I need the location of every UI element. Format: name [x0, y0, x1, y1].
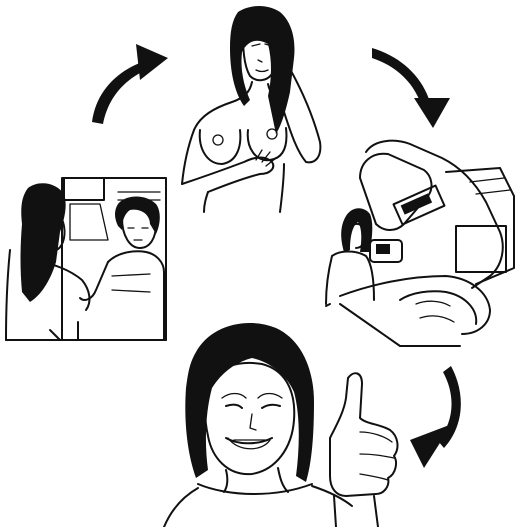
self-exam-illustration [182, 6, 320, 212]
mammogram-illustration [6, 178, 166, 340]
arrow-right-to-bottom [410, 366, 461, 468]
arrow-top-to-right [372, 48, 450, 128]
arrow-left-to-top [92, 44, 168, 124]
radiation-therapy-illustration [326, 141, 514, 346]
recovery-illustration [164, 323, 397, 527]
